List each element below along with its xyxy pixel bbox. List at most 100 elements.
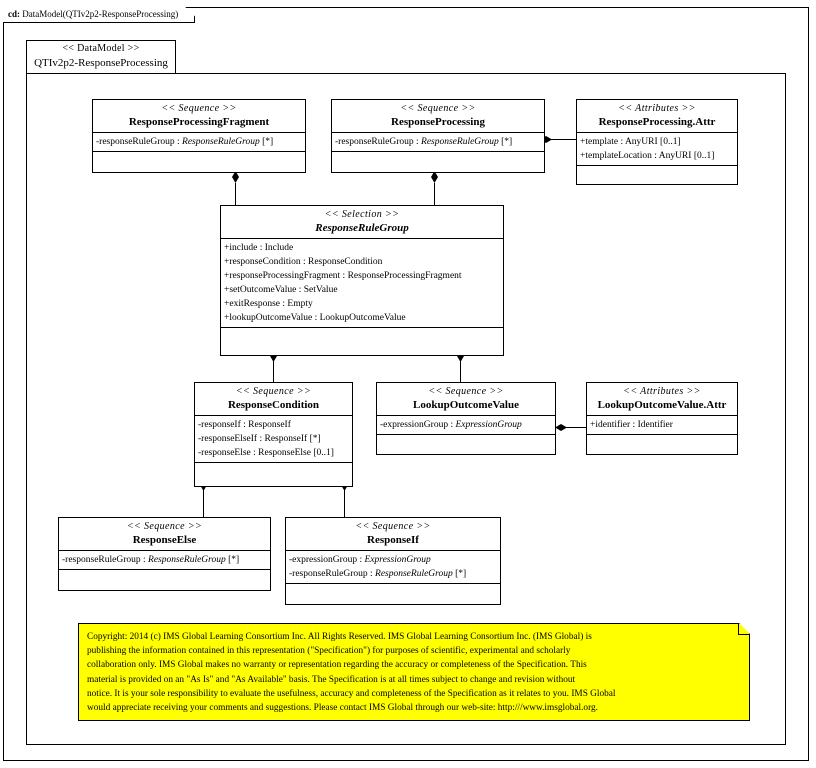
class-header: << Sequence >> ResponseProcessingFragmen… xyxy=(93,100,305,133)
attribute-name: +lookupOutcomeValue : xyxy=(224,313,320,323)
class-header: << Attributes >> LookupOutcomeValue.Attr xyxy=(587,383,737,416)
connector-rulegroup-condition xyxy=(273,356,274,382)
attribute-name: +identifier : xyxy=(590,420,638,430)
class-operations xyxy=(577,166,737,182)
attribute-name: -responseElse : xyxy=(198,448,259,458)
diagram-kind-label: cd: xyxy=(8,9,20,19)
class-name: ResponseElse xyxy=(132,534,197,546)
class-response-processing-attr[interactable]: << Attributes >> ResponseProcessing.Attr… xyxy=(576,99,738,185)
attribute-name: +setOutcomeValue : xyxy=(224,285,304,295)
copyright-note-text: Copyright: 2014 (c) IMS Global Learning … xyxy=(79,624,749,715)
attribute-multiplicity: [0..1] xyxy=(691,151,715,161)
diagram-title: DataModel(QTIv2p2-ResponseProcessing) xyxy=(22,9,179,19)
attribute-name: -responseRuleGroup : xyxy=(289,569,376,579)
attribute-type: AnyURI xyxy=(658,151,692,161)
class-name: ResponseCondition xyxy=(227,399,320,411)
attribute-name: +template : xyxy=(580,137,625,147)
attribute-name: -responseIf : xyxy=(198,420,249,430)
class-name: ResponseProcessing.Attr xyxy=(598,116,716,128)
class-response-rule-group[interactable]: << Selection >> ResponseRuleGroup +inclu… xyxy=(220,205,504,356)
class-name: ResponseProcessing xyxy=(391,116,485,128)
class-attributes: +template : AnyURI [0..1]+templateLocati… xyxy=(577,133,737,166)
class-stereotype: << Sequence >> xyxy=(126,521,203,532)
attribute-name: +responseCondition : xyxy=(224,257,308,267)
class-lookup-outcome-value-attr[interactable]: << Attributes >> LookupOutcomeValue.Attr… xyxy=(586,382,738,455)
class-attributes: -expressionGroup : ExpressionGroup-respo… xyxy=(286,551,500,584)
diagram-frame xyxy=(3,7,809,761)
class-name: ResponseIf xyxy=(367,534,419,546)
class-lookup-outcome-value[interactable]: << Sequence >> LookupOutcomeValue -expre… xyxy=(376,382,556,455)
class-attribute: -responseRuleGroup : ResponseRuleGroup [… xyxy=(335,135,544,149)
attribute-multiplicity: [0..1] xyxy=(310,448,334,458)
attribute-type: ResponseRuleGroup xyxy=(182,137,260,147)
class-operations xyxy=(587,435,737,451)
attribute-type: Identifier xyxy=(637,420,673,430)
copyright-note-line: publishing the information contained in … xyxy=(87,646,571,657)
class-attribute: -responseIf : ResponseIf xyxy=(198,418,352,432)
class-attribute: -responseRuleGroup : ResponseRuleGroup [… xyxy=(289,567,500,581)
class-header: << Attributes >> ResponseProcessing.Attr xyxy=(577,100,737,133)
attribute-name: -expressionGroup : xyxy=(289,555,365,565)
attribute-multiplicity: [*] xyxy=(225,555,240,565)
attribute-type: ResponseIf xyxy=(264,434,308,444)
class-attribute: +template : AnyURI [0..1] xyxy=(580,135,737,149)
composition-diamond-lookup-attr xyxy=(555,424,567,431)
class-operations xyxy=(59,570,270,586)
composition-diamond-processing-rulegroup xyxy=(431,171,438,183)
class-stereotype: << Sequence >> xyxy=(428,386,504,397)
attribute-name: -responseRuleGroup : xyxy=(62,555,149,565)
attribute-type: AnyURI xyxy=(624,137,658,147)
class-name: LookupOutcomeValue xyxy=(413,399,519,411)
class-operations xyxy=(286,584,500,600)
class-attribute: +exitResponse : Empty xyxy=(224,297,503,311)
class-attribute: -responseElse : ResponseElse [0..1] xyxy=(198,446,352,460)
class-name: ResponseRuleGroup xyxy=(315,222,409,234)
class-header: << Sequence >> LookupOutcomeValue xyxy=(377,383,555,416)
class-response-condition[interactable]: << Sequence >> ResponseCondition -respon… xyxy=(194,382,353,487)
attribute-name: -responseRuleGroup : xyxy=(96,137,183,147)
package-tab: << DataModel >> QTIv2p2-ResponseProcessi… xyxy=(26,40,176,73)
class-header: << Sequence >> ResponseProcessing xyxy=(332,100,544,133)
class-attribute: -responseElseIf : ResponseIf [*] xyxy=(198,432,352,446)
composition-diamond-fragment-rulegroup xyxy=(232,171,239,183)
diagram-frame-label: cd: DataModel(QTIv2p2-ResponseProcessing… xyxy=(3,7,195,23)
class-attributes: -responseRuleGroup : ResponseRuleGroup [… xyxy=(332,133,544,152)
class-attribute: +setOutcomeValue : SetValue xyxy=(224,283,503,297)
composition-diamond-responseprocessing-attr xyxy=(540,136,552,143)
class-stereotype: << Sequence >> xyxy=(235,386,312,397)
class-attribute: -expressionGroup : ExpressionGroup xyxy=(380,418,555,432)
class-response-if[interactable]: << Sequence >> ResponseIf -expressionGro… xyxy=(285,517,501,605)
class-header: << Sequence >> ResponseCondition xyxy=(195,383,352,416)
attribute-name: -responseRuleGroup : xyxy=(335,137,422,147)
class-attributes: -responseRuleGroup : ResponseRuleGroup [… xyxy=(59,551,270,570)
class-attribute: +responseCondition : ResponseCondition xyxy=(224,255,503,269)
attribute-type: ResponseRuleGroup xyxy=(421,137,499,147)
attribute-type: ResponseCondition xyxy=(308,257,383,267)
connector-condition-else xyxy=(203,487,204,517)
class-response-else[interactable]: << Sequence >> ResponseElse -responseRul… xyxy=(58,517,271,591)
attribute-type: ExpressionGroup xyxy=(455,420,522,430)
class-response-processing-fragment[interactable]: << Sequence >> ResponseProcessingFragmen… xyxy=(92,99,306,173)
class-response-processing[interactable]: << Sequence >> ResponseProcessing -respo… xyxy=(331,99,545,173)
class-stereotype: << Selection >> xyxy=(324,209,400,220)
class-attribute: +lookupOutcomeValue : LookupOutcomeValue xyxy=(224,311,503,325)
class-attributes: +include : Include+responseCondition : R… xyxy=(221,239,503,328)
attribute-type: ResponseIf xyxy=(248,420,291,430)
attribute-multiplicity: [*] xyxy=(259,137,274,147)
copyright-note: Copyright: 2014 (c) IMS Global Learning … xyxy=(78,623,750,721)
class-stereotype: << Sequence >> xyxy=(355,521,431,532)
connector-responseprocessing-attr xyxy=(551,139,579,140)
class-attributes: -responseRuleGroup : ResponseRuleGroup [… xyxy=(93,133,305,152)
class-name: LookupOutcomeValue.Attr xyxy=(597,399,727,411)
class-header: << Sequence >> ResponseIf xyxy=(286,518,500,551)
class-stereotype: << Sequence >> xyxy=(161,103,237,114)
class-stereotype: << Attributes >> xyxy=(618,103,696,114)
class-operations xyxy=(221,328,503,344)
attribute-name: +exitResponse : xyxy=(224,299,288,309)
class-attribute: -expressionGroup : ExpressionGroup xyxy=(289,553,500,567)
class-attributes: -responseIf : ResponseIf-responseElseIf … xyxy=(195,416,352,463)
attribute-type: ExpressionGroup xyxy=(364,555,431,565)
package-name: QTIv2p2-ResponseProcessing xyxy=(34,57,168,69)
attribute-type: ResponseRuleGroup xyxy=(148,555,226,565)
